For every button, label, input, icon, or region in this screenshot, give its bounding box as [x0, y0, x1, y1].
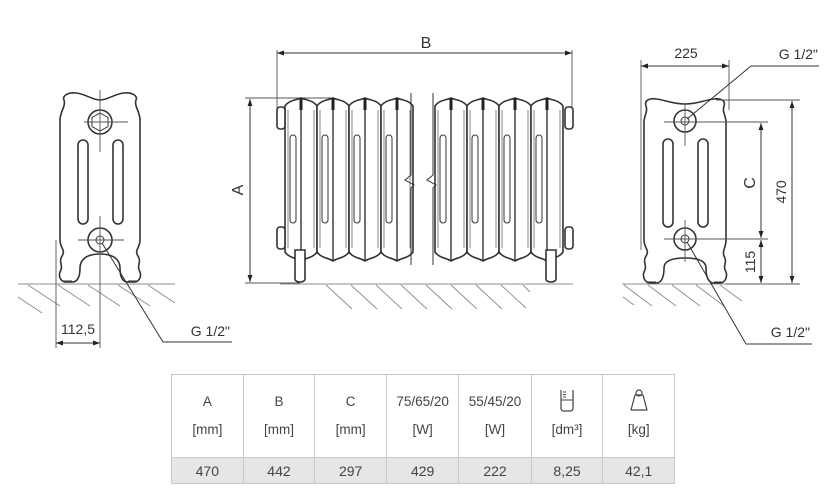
- side-view: 112,5 G 1/2": [17, 90, 232, 348]
- header-cell-c: C [mm]: [314, 374, 387, 458]
- break-line-right: [426, 93, 437, 265]
- header-cell-output-75: 75/65/20 [W]: [385, 374, 460, 458]
- column-unit: [W]: [484, 422, 506, 437]
- value-output-75: 429: [385, 457, 460, 484]
- radiator-column-section: [530, 97, 564, 262]
- column-label: 75/65/20: [396, 394, 449, 409]
- value-b: 442: [242, 457, 316, 484]
- header-cell-weight: [kg]: [602, 374, 675, 458]
- specification-table: A [mm] B [mm] C [mm] 75/65/20 [W] 55/45/…: [171, 374, 675, 484]
- end-bottom-connection-label: G 1/2": [771, 324, 810, 340]
- value-output-55: 222: [458, 457, 532, 484]
- floor-hatch: [17, 284, 176, 314]
- value-weight: 42,1: [602, 457, 675, 484]
- end-plug: [564, 226, 574, 250]
- column-unit: [dm³]: [551, 422, 583, 437]
- end-top-connection-label: G 1/2": [779, 46, 818, 62]
- column-unit: [W]: [412, 422, 433, 437]
- end-height-dim: 470: [773, 180, 789, 204]
- slot-left: [77, 139, 89, 225]
- top-connection-leader: [686, 65, 819, 120]
- header-cell-a: A [mm]: [171, 374, 244, 458]
- radiator-sections-left: [284, 97, 414, 262]
- dim-label-b: B: [421, 35, 432, 52]
- end-plug: [276, 106, 286, 130]
- dim-label-a: A: [230, 184, 247, 195]
- header-cell-b: B [mm]: [242, 374, 316, 458]
- side-width-dim: 112,5: [61, 321, 95, 337]
- dim-label-c: C: [742, 177, 759, 189]
- column-label: 55/45/20: [468, 394, 522, 409]
- slot-right: [112, 139, 124, 225]
- table-header-row: A [mm] B [mm] C [mm] 75/65/20 [W] 55/45/…: [171, 374, 675, 458]
- end-depth-dim: 225: [674, 45, 698, 61]
- weight-icon: [603, 388, 674, 416]
- bottom-connection-leader: [686, 241, 812, 345]
- column-unit: [mm]: [335, 422, 366, 437]
- radiator-column-section: [316, 97, 350, 262]
- radiator-column-section: [380, 97, 414, 262]
- side-connection-label: G 1/2": [191, 323, 230, 339]
- value-a: 470: [171, 457, 244, 484]
- water-volume-icon: [532, 388, 603, 416]
- floor-hatch: [325, 284, 531, 310]
- table-value-row: 470 442 297 429 222 8,25 42,1: [171, 457, 675, 484]
- radiator-sections-right: [434, 97, 564, 262]
- column-unit: [mm]: [192, 422, 223, 437]
- radiator-column-section: [466, 97, 500, 262]
- slot-right: [697, 138, 709, 228]
- value-volume: 8,25: [530, 457, 604, 484]
- connection-leader: [101, 242, 232, 343]
- column-label: B: [274, 394, 284, 409]
- break-line-left: [404, 93, 415, 265]
- column-label: A: [202, 394, 212, 409]
- leg-right: [545, 249, 557, 283]
- header-cell-volume: [dm³]: [530, 374, 604, 458]
- radiator-column-section: [434, 97, 468, 262]
- end-view: 225 C 115 470 G 1/2" G 1/2": [622, 45, 819, 345]
- column-unit: [mm]: [263, 422, 294, 437]
- leg-left: [294, 249, 306, 283]
- radiator-column-section: [348, 97, 382, 262]
- value-c: 297: [314, 457, 387, 484]
- floor-hatch: [622, 284, 743, 307]
- radiator-column-section: [498, 97, 532, 262]
- end-plug: [276, 226, 286, 250]
- column-unit: [kg]: [627, 422, 650, 437]
- column-label: C: [345, 394, 356, 409]
- radiator-column-section: [284, 97, 318, 262]
- end-plug: [564, 106, 574, 130]
- header-cell-output-55: 55/45/20 [W]: [458, 374, 532, 458]
- end-bottom-dim: 115: [742, 251, 758, 274]
- front-view: B A: [230, 35, 574, 310]
- slot-left: [662, 138, 674, 228]
